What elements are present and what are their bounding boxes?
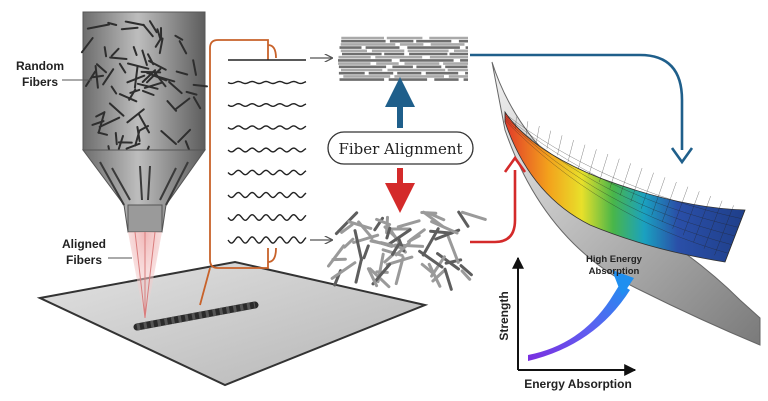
fiber-alignment-label: Fiber Alignment [338,140,462,158]
waviness-line [227,169,307,176]
strength-energy-chart: Strength Energy Absorption High Energy A… [497,254,643,391]
aligned-fiber-sample [338,36,468,81]
random-fiber-sample [327,210,487,291]
waviness-line [227,191,307,199]
random-fiber-pattern [80,20,208,166]
y-axis-label: Strength [497,291,511,340]
printed-filament [133,301,259,331]
high-energy-label-line1: High Energy [586,254,643,265]
random-fibers-label-line2: Fibers [22,75,58,89]
aligned-fibers-label-line1: Aligned [62,237,106,251]
waviness-bracket [199,39,277,306]
x-axis-label: Energy Absorption [524,377,632,391]
aircraft-wing [491,61,761,346]
build-plate [36,260,429,387]
fiber-alignment-box: Fiber Alignment [327,131,474,165]
waviness-line [227,147,307,153]
aligned-fibers-label-line2: Fibers [66,253,102,267]
pointer-arrows [310,58,332,240]
print-nozzle [80,11,208,319]
waviness-line [227,80,307,85]
high-energy-label-line2: Absorption [589,266,640,277]
waviness-lines [227,59,307,244]
random-fibers-label-group: Random Fibers [16,59,92,89]
random-to-wing-arrow [470,155,527,244]
wing-mesh-grid [504,112,746,263]
waviness-line [227,213,307,222]
random-fibers-label-line1: Random [16,59,64,73]
waviness-line [227,236,307,244]
waviness-line [227,125,307,130]
waviness-line [227,102,307,108]
aligned-to-wing-arrow [470,53,694,165]
aligned-fibers-label-group: Aligned Fibers [62,237,132,267]
